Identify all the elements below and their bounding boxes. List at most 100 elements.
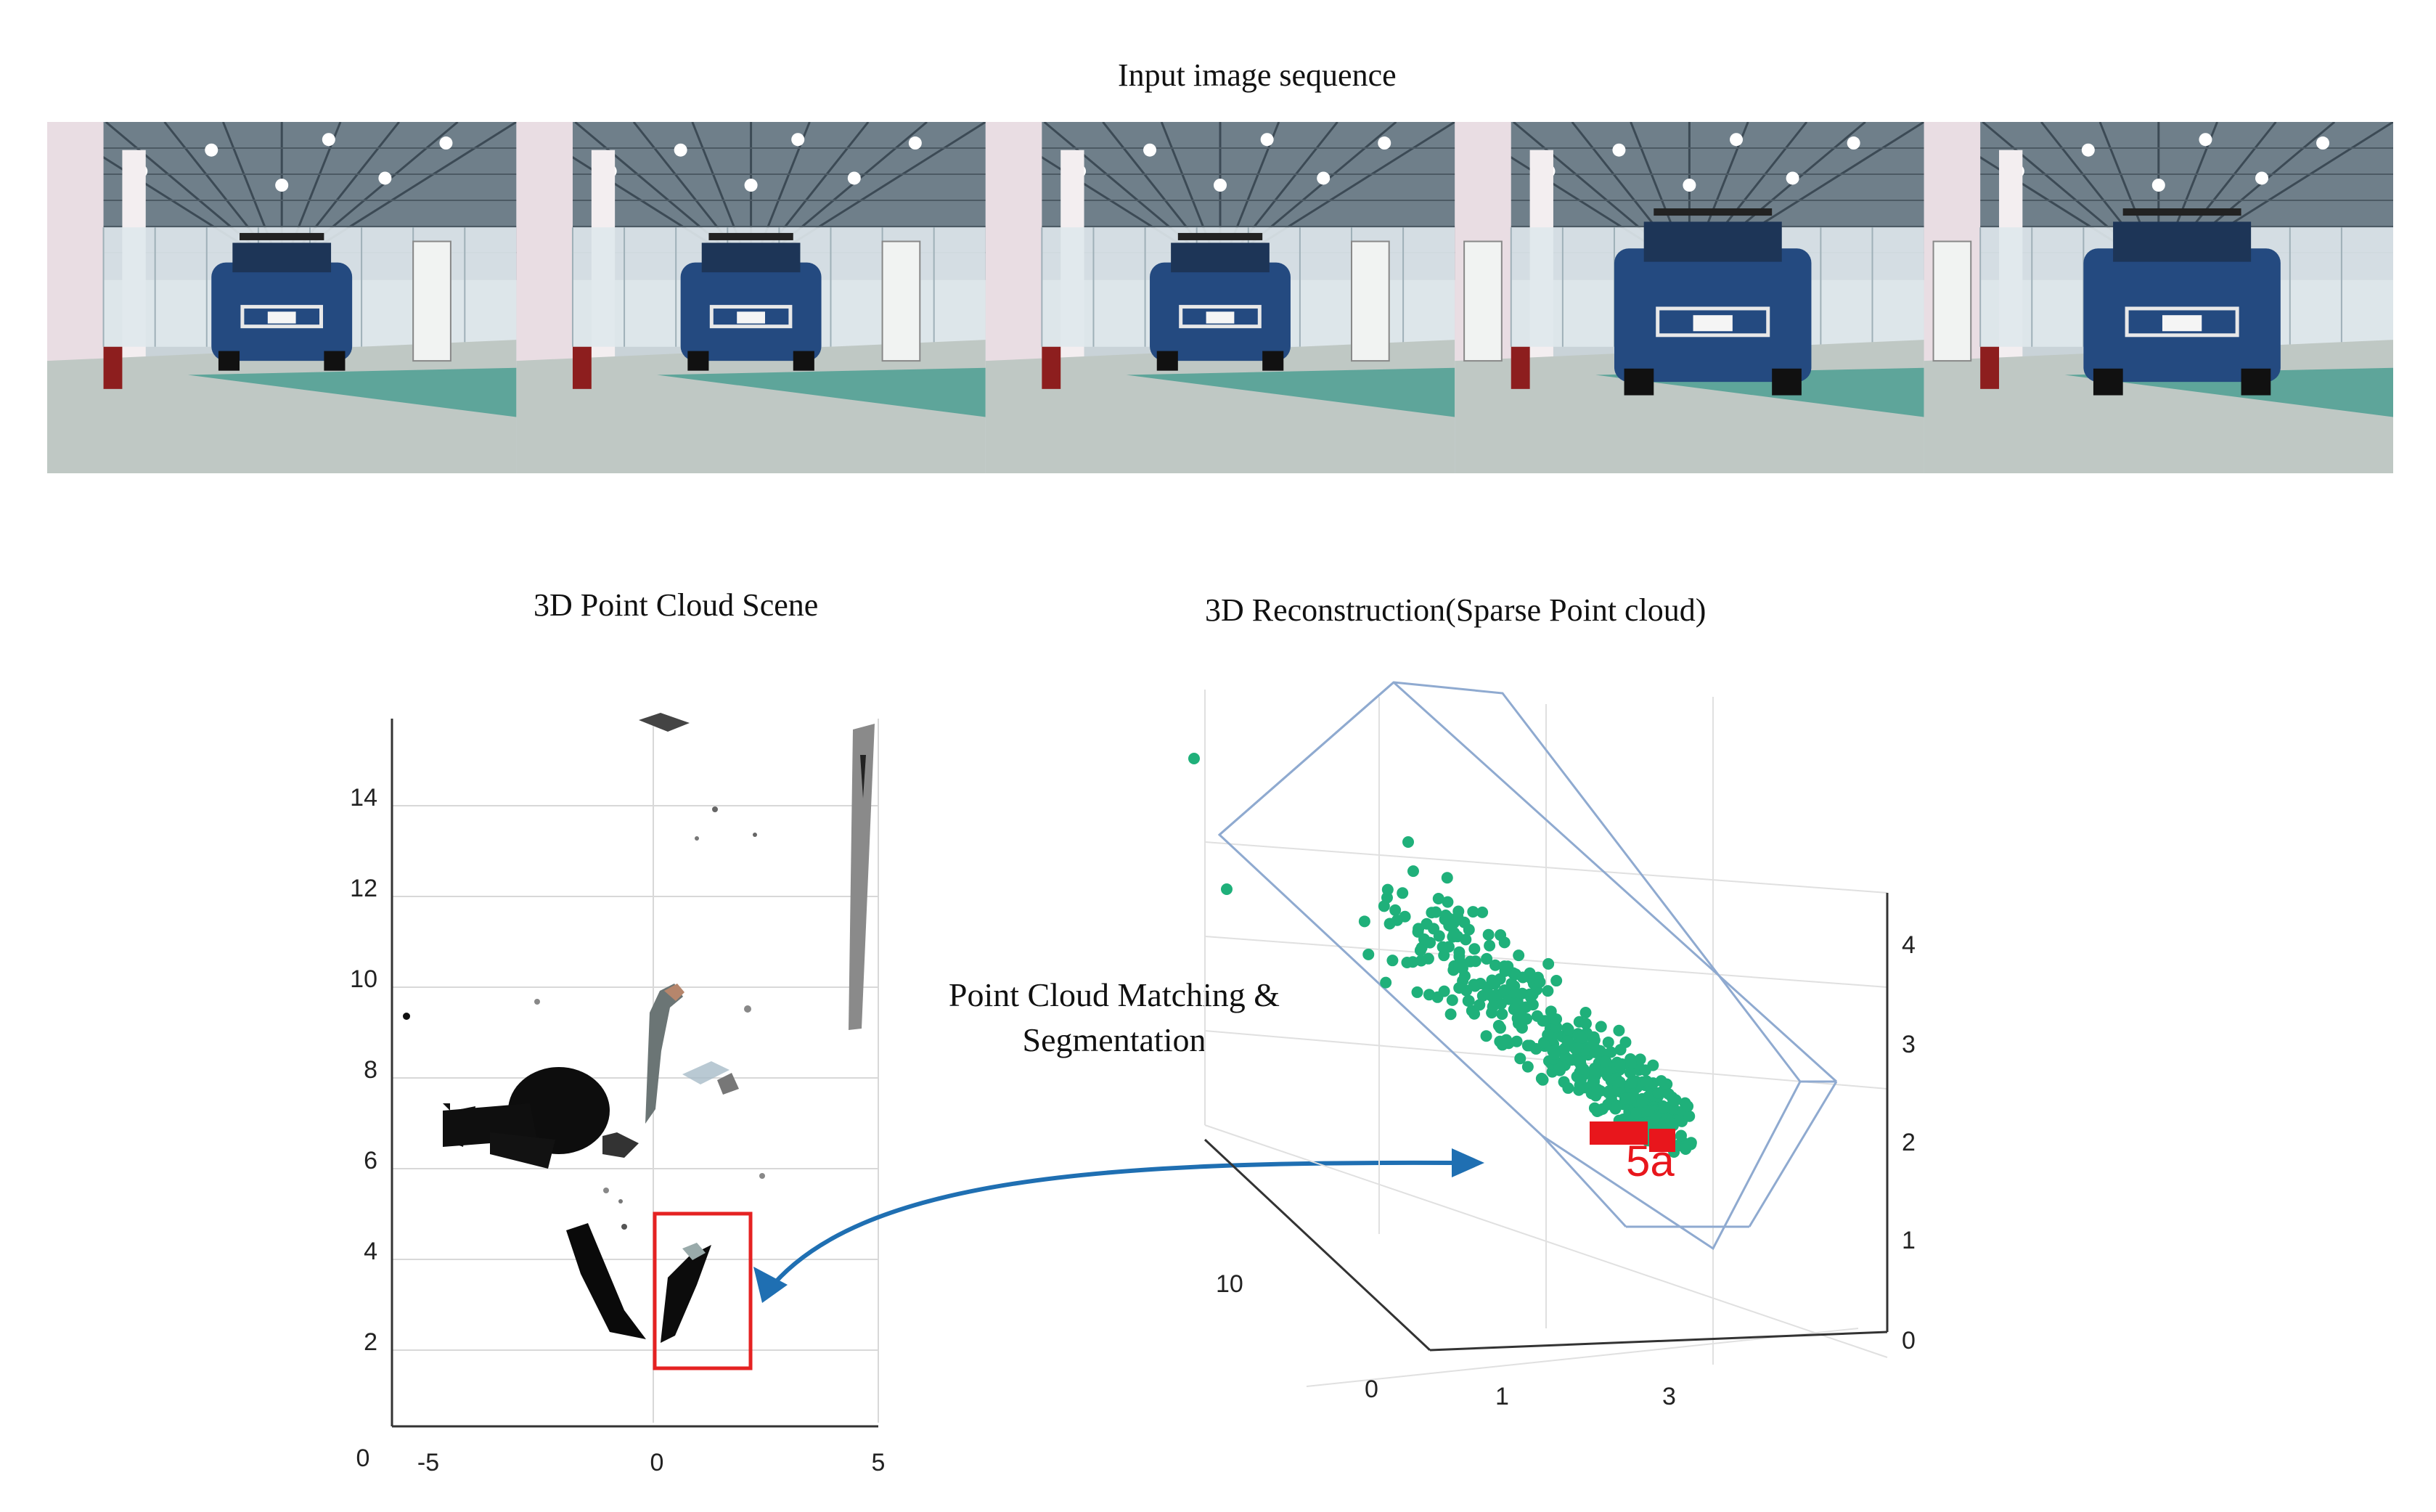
recon-point — [1401, 957, 1413, 969]
recon-point — [1569, 1042, 1582, 1055]
scene-blob-target — [661, 1245, 711, 1343]
scene-y-tick-14: 14 — [350, 784, 377, 812]
recon-point — [1537, 1015, 1549, 1027]
recon-point — [1625, 1076, 1638, 1089]
recon-points — [1188, 753, 1697, 1158]
recon-point — [1441, 872, 1453, 884]
recon-point — [1485, 989, 1497, 1002]
arrow-curve — [764, 1160, 1452, 1295]
recon-z-ticks: 0 1 2 3 4 — [1902, 931, 1916, 1354]
recon-point — [1565, 1054, 1577, 1066]
reconstruction-caption: 3D Reconstruction(Sparse Point cloud) — [1205, 592, 1707, 628]
recon-point — [1413, 923, 1425, 935]
recon-point — [1613, 1024, 1625, 1037]
recon-point — [1640, 1075, 1653, 1087]
recon-point — [1456, 963, 1468, 975]
recon-y-tick-10: 10 — [1216, 1270, 1243, 1298]
scene-y-tick-2: 2 — [364, 1328, 377, 1356]
recon-point — [1639, 1064, 1651, 1076]
recon-point — [1562, 1082, 1574, 1094]
recon-point — [1655, 1075, 1667, 1087]
recon-point — [1624, 1066, 1636, 1079]
recon-point — [1595, 1021, 1607, 1033]
recon-point — [1520, 1001, 1532, 1013]
recon-point — [1362, 948, 1375, 960]
recon-xy-ticks: 1 3 0 10 — [1216, 1270, 1676, 1410]
frame-5 — [1923, 122, 2393, 473]
recon-x-tick-1: 1 — [1495, 1383, 1509, 1410]
recon-point — [1468, 978, 1480, 991]
recon-point — [1562, 1023, 1574, 1036]
scene-y-tick-6: 6 — [364, 1147, 377, 1174]
recon-point — [1378, 900, 1390, 912]
recon-point — [1579, 1018, 1592, 1030]
recon-point — [1573, 1084, 1585, 1096]
recon-point — [1514, 1053, 1526, 1065]
recon-point — [1463, 923, 1475, 936]
frame-2 — [515, 122, 986, 473]
recon-point — [1508, 986, 1520, 999]
recon-point — [1448, 927, 1460, 939]
recon-point — [1619, 1092, 1631, 1105]
frame-3 — [985, 122, 1455, 473]
recon-point — [1614, 1059, 1626, 1071]
scene-y-tick-10: 10 — [350, 965, 377, 993]
recon-point — [1468, 1008, 1481, 1020]
recon-point — [1438, 985, 1450, 997]
frustum — [1217, 681, 1838, 1251]
recon-point — [1439, 910, 1452, 922]
annotation-line-2: Segmentation — [1022, 1021, 1206, 1058]
recon-point — [1415, 955, 1427, 967]
frame-1 — [47, 122, 518, 473]
recon-point — [1513, 949, 1525, 962]
scene-y-ticks: 2 4 6 8 10 12 14 — [350, 784, 377, 1356]
recon-point — [1675, 1129, 1687, 1142]
recon-point — [1550, 975, 1563, 987]
scene-y-tick-12: 12 — [350, 875, 377, 902]
scene-z-tick-0: 0 — [356, 1444, 370, 1472]
scene-x-tick-neg5: -5 — [417, 1449, 439, 1476]
recon-point — [1594, 1045, 1606, 1057]
recon-point — [1550, 1013, 1563, 1026]
recon-point — [1634, 1053, 1646, 1066]
image-sequence-strip — [47, 122, 2393, 473]
recon-point — [1503, 1037, 1515, 1050]
recon-point — [1453, 950, 1466, 963]
recon-point — [1553, 1061, 1565, 1073]
sequence-caption: Input image sequence — [1118, 57, 1397, 93]
recon-point — [1482, 928, 1495, 941]
recon-point — [1576, 1031, 1588, 1044]
recon-point — [1614, 1084, 1626, 1097]
recon-point — [1657, 1102, 1669, 1114]
matching-arrow — [753, 1148, 1484, 1303]
recon-point — [1446, 994, 1458, 1006]
arrow-head-right — [1452, 1148, 1484, 1177]
recon-point — [1487, 1000, 1499, 1013]
recon-point — [1535, 1072, 1548, 1084]
marker-label: 5a — [1626, 1137, 1675, 1185]
recon-point — [1498, 984, 1511, 997]
scene-blob-wall — [849, 724, 875, 1030]
recon-point — [1391, 914, 1403, 926]
recon-point — [1221, 883, 1233, 895]
scene-x-ticks: 0 -5 0 5 — [356, 1444, 886, 1476]
matching-annotation: Point Cloud Matching & Segmentation — [911, 973, 1317, 1063]
point-cloud-scene: 2 4 6 8 10 12 14 0 -5 0 5 — [350, 713, 886, 1476]
recon-point — [1593, 1104, 1606, 1116]
recon-x-tick-3: 3 — [1662, 1383, 1676, 1410]
recon-point — [1499, 965, 1511, 977]
recon-point — [1665, 1117, 1677, 1129]
recon-point — [1517, 1011, 1529, 1023]
recon-point — [1625, 1057, 1638, 1069]
recon-axes — [1203, 893, 1889, 1352]
image-frames — [47, 122, 2393, 473]
recon-point — [1611, 1099, 1623, 1111]
recon-point — [1630, 1107, 1643, 1119]
scene-x-tick-0: 0 — [650, 1449, 664, 1476]
recon-point — [1358, 915, 1370, 928]
recon-point — [1680, 1143, 1692, 1155]
red-marker: 5a — [1590, 1121, 1675, 1185]
recon-point — [1480, 1030, 1492, 1042]
recon-point — [1534, 976, 1546, 988]
recon-point — [1683, 1110, 1696, 1122]
